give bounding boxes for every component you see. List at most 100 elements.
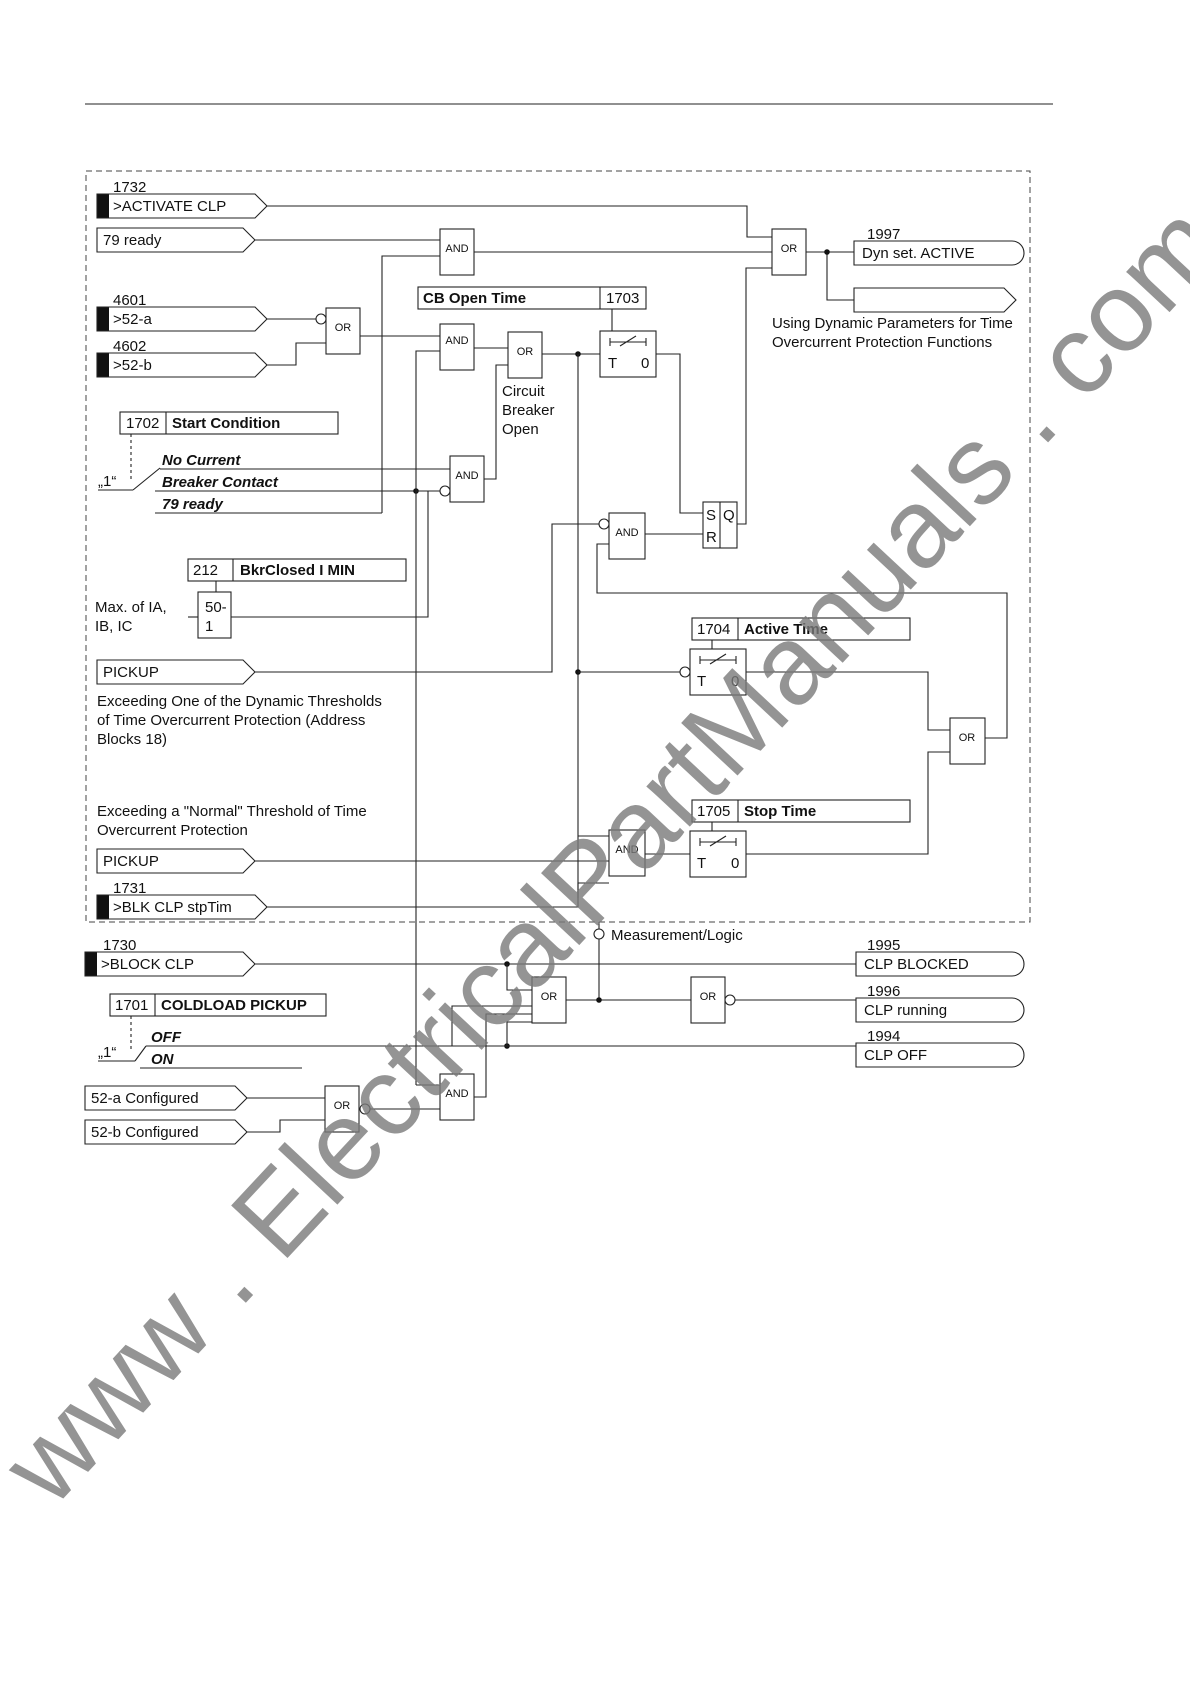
measurement-logic-boundary [85, 170, 1031, 923]
svg-text:OR: OR [334, 1100, 351, 1112]
svg-text:OR: OR [335, 322, 352, 334]
svg-text:T: T [697, 855, 706, 872]
input-label: >BLK CLP stpTim [113, 899, 232, 916]
input-label: PICKUP [103, 853, 159, 870]
svg-text:Measurement/Logic: Measurement/Logic [611, 927, 743, 944]
gate-and-52: AND [439, 323, 475, 371]
function-50-1: 50- 1 [197, 591, 232, 639]
svg-text:Exceeding a "Normal" Threshold: Exceeding a "Normal" Threshold of Time [97, 803, 367, 820]
start-option-79-ready: 79 ready [162, 496, 224, 513]
input-label: 52-b Configured [91, 1124, 199, 1141]
param-label: Start Condition [172, 415, 280, 432]
param-bkrclosed-imin: 212 BkrClosed I MIN [187, 558, 407, 582]
start-one-label: „1“ [98, 473, 116, 490]
svg-text:OR: OR [517, 346, 534, 358]
output-dynamic-params: Using Dynamic Parameters for Time Overcu… [772, 287, 1017, 351]
output-label: Dyn set. ACTIVE [862, 245, 975, 262]
output-clp-blocked: 1995 CLP BLOCKED [855, 937, 1025, 977]
svg-text:AND: AND [445, 1088, 468, 1100]
input-activate-clp: 1732 >ACTIVATE CLP [96, 179, 268, 219]
output-number: 1996 [867, 983, 900, 1000]
svg-text:0: 0 [731, 855, 739, 872]
start-option-breaker-contact: Breaker Contact [162, 474, 279, 491]
input-pickup-dynamic: PICKUP [96, 659, 256, 685]
input-label: >ACTIVATE CLP [113, 198, 226, 215]
gate-and-configured: AND [439, 1073, 475, 1121]
param-address: 1704 [697, 621, 730, 638]
svg-text:OR: OR [700, 991, 717, 1003]
timer-cb-open: T 0 [599, 330, 657, 378]
svg-text:Exceeding One of the Dynamic T: Exceeding One of the Dynamic Thresholds [97, 693, 382, 710]
watermark: www . ElectricalPartManuals . com [0, 181, 1190, 1528]
svg-text:Open: Open [502, 421, 539, 438]
input-79-ready: 79 ready [96, 227, 256, 253]
svg-text:Circuit: Circuit [502, 383, 545, 400]
output-number: 1994 [867, 1028, 900, 1045]
param-address: 1705 [697, 803, 730, 820]
output-number: 1997 [867, 226, 900, 243]
gate-and-79ready: AND [439, 228, 475, 276]
gate-or-cb-open: OR [507, 331, 543, 379]
svg-text:AND: AND [445, 335, 468, 347]
output-dyn-set-active: 1997 Dyn set. ACTIVE [853, 226, 1025, 266]
sr-flipflop: S R Q [702, 501, 738, 549]
coldload-switch: „1“ OFF ON [98, 1016, 452, 1069]
svg-text:T: T [697, 673, 706, 690]
input-label: >52-a [113, 311, 152, 328]
gate-and-reset: AND [598, 512, 646, 560]
dyn-params-line-1: Using Dynamic Parameters for Time [772, 315, 1013, 332]
clp-option-on: ON [151, 1051, 175, 1068]
svg-text:Q: Q [723, 507, 735, 524]
output-label: CLP BLOCKED [864, 956, 969, 973]
input-block-clp: 1730 >BLOCK CLP [84, 937, 256, 977]
param-active-time: 1704 Active Time [691, 617, 911, 641]
param-label: Active Time [744, 621, 828, 638]
input-52b-configured: 52-b Configured [84, 1119, 248, 1145]
input-number: 1731 [113, 880, 146, 897]
svg-text:0: 0 [731, 673, 739, 690]
input-number: 1730 [103, 937, 136, 954]
svg-text:Overcurrent Protection: Overcurrent Protection [97, 822, 248, 839]
clp-one-label: „1“ [98, 1044, 116, 1061]
input-label: >52-b [113, 357, 152, 374]
svg-text:S: S [706, 507, 716, 524]
input-52a-configured: 52-a Configured [84, 1085, 248, 1111]
svg-text:of Time Overcurrent Protection: of Time Overcurrent Protection (Address [97, 712, 365, 729]
param-address: 1702 [126, 415, 159, 432]
param-label: COLDLOAD PICKUP [161, 997, 307, 1014]
annotation-cb-open: Circuit Breaker Open [502, 383, 555, 438]
dyn-params-line-2: Overcurrent Protection Functions [772, 334, 992, 351]
svg-text:1: 1 [205, 618, 213, 635]
gate-and-start-condition: AND [439, 455, 485, 503]
input-label: PICKUP [103, 664, 159, 681]
output-label: CLP OFF [864, 1047, 927, 1064]
timer-active: T 0 [679, 648, 747, 696]
input-number: 4602 [113, 338, 146, 355]
svg-text:AND: AND [615, 527, 638, 539]
gate-or-52: OR [315, 307, 361, 355]
param-start-condition: 1702 Start Condition [119, 411, 339, 435]
gate-or-clp: OR [531, 976, 567, 1024]
annotation-exceed-dynamic: Exceeding One of the Dynamic Thresholds … [97, 693, 382, 748]
svg-text:AND: AND [615, 844, 638, 856]
start-condition-switch: „1“ No Current Breaker Contact 79 ready [98, 434, 450, 514]
svg-text:R: R [706, 529, 717, 546]
svg-text:IB, IC: IB, IC [95, 618, 133, 635]
input-pickup-normal: PICKUP [96, 848, 256, 874]
gate-or-dyn-active: OR [771, 228, 807, 276]
param-cb-open-time: CB Open Time 1703 [417, 286, 647, 310]
svg-text:OR: OR [959, 732, 976, 744]
clp-option-off: OFF [151, 1029, 182, 1046]
param-coldload-pickup: 1701 COLDLOAD PICKUP [109, 993, 327, 1017]
gate-or-running: OR [690, 976, 736, 1024]
param-address: 212 [193, 562, 218, 579]
svg-text:Max. of IA,: Max. of IA, [95, 599, 167, 616]
param-label: CB Open Time [423, 290, 526, 307]
output-clp-off: 1994 CLP OFF [855, 1028, 1025, 1068]
svg-text:Breaker: Breaker [502, 402, 555, 419]
svg-text:T: T [608, 355, 617, 372]
input-number: 4601 [113, 292, 146, 309]
svg-text:OR: OR [541, 991, 558, 1003]
annotation-max-current: Max. of IA, IB, IC [95, 599, 167, 635]
